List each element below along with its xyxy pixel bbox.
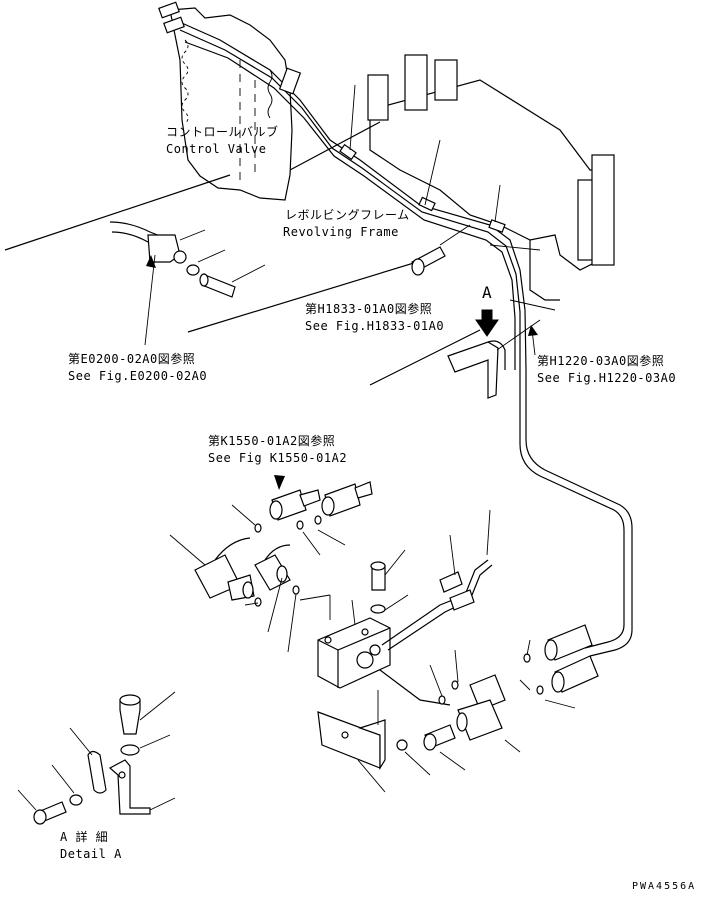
elbow-fittings-bottom: [379, 649, 521, 776]
label-ref-h1220-en: See Fig.H1220-03A0: [537, 371, 677, 385]
label-detail-a-en: Detail A: [60, 847, 122, 861]
detail-a-drawing: [17, 691, 176, 825]
mounting-bracket: [317, 690, 386, 793]
label-ref-h1833-en: See Fig.H1833-01A0: [305, 319, 445, 333]
label-ref-e0200-jp: 第E0200-02A0図参照: [68, 352, 196, 366]
label-ref-e0200-en: See Fig.E0200-02A0: [68, 369, 208, 383]
label-control-valve-jp: コントロールバルブ: [166, 125, 279, 139]
label-ref-k1550-en: See Fig K1550-01A2: [208, 451, 348, 465]
bolt-washer-block: [370, 549, 409, 614]
label-revolving-frame-jp: レボルビングフレーム: [285, 208, 410, 222]
view-a-arrow: [475, 309, 499, 337]
clamp-bracket-frame: [447, 319, 541, 399]
arrow-heads: [146, 255, 538, 490]
revolving-frame: [367, 54, 615, 301]
label-view-a: A: [482, 283, 493, 302]
label-ref-h1220-jp: 第H1220-03A0図参照: [537, 354, 665, 368]
label-ref-k1550-jp: 第K1550-01A2図参照: [208, 434, 336, 448]
drawing-number: PWA4556A: [632, 881, 697, 892]
couplings-right: [519, 624, 599, 709]
hose-bundle: [158, 1, 633, 657]
fittings-k1550: [231, 481, 373, 556]
bolt-frame: [411, 224, 471, 276]
label-ref-h1833-jp: 第H1833-01A0図参照: [305, 302, 433, 316]
frame-lines: [4, 121, 481, 386]
clamp-assembly-left: [109, 221, 266, 298]
label-control-valve-en: Control Valve: [166, 142, 267, 156]
control-valve: [169, 7, 293, 201]
valve-block: [299, 594, 391, 689]
label-detail-a-jp: A 詳 細: [60, 830, 109, 844]
hose-right: [381, 509, 493, 651]
elbow-fittings-left: [169, 534, 300, 653]
leader-lines: [144, 84, 556, 356]
label-revolving-frame-en: Revolving Frame: [283, 225, 399, 239]
